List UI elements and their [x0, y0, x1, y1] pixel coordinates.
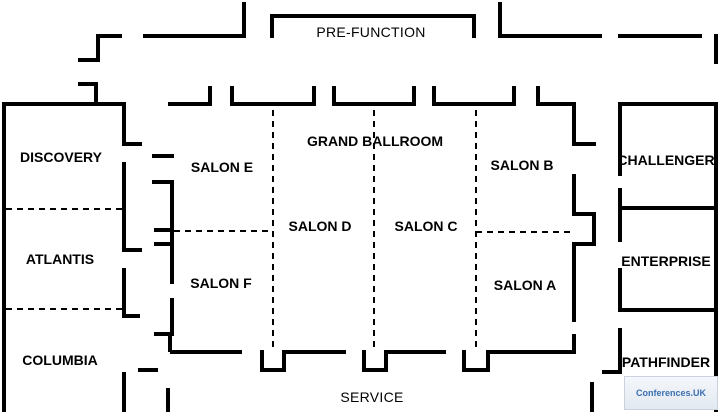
grand-ballroom-label: GRAND BALLROOM [306, 133, 444, 149]
salon-a-label: SALON A [493, 277, 557, 293]
salon-b-label: SALON B [490, 157, 554, 173]
salon-c-label: SALON C [394, 218, 458, 234]
discovery-label: DISCOVERY [20, 149, 102, 165]
pathfinder-label: PATHFINDER [621, 354, 711, 370]
service-label: SERVICE [340, 389, 404, 405]
salon-f-label: SALON F [190, 275, 252, 291]
salon-d-label: SALON D [288, 218, 352, 234]
salon-e-label: SALON E [190, 159, 254, 175]
columbia-label: COLUMBIA [22, 352, 98, 368]
atlantis-label: ATLANTIS [25, 251, 95, 267]
enterprise-label: ENTERPRISE [621, 253, 711, 269]
pre-function-label: PRE-FUNCTION [316, 24, 426, 40]
watermark-logo: Conferences.UK [624, 376, 718, 410]
challenger-label: CHALLENGER [617, 152, 715, 168]
